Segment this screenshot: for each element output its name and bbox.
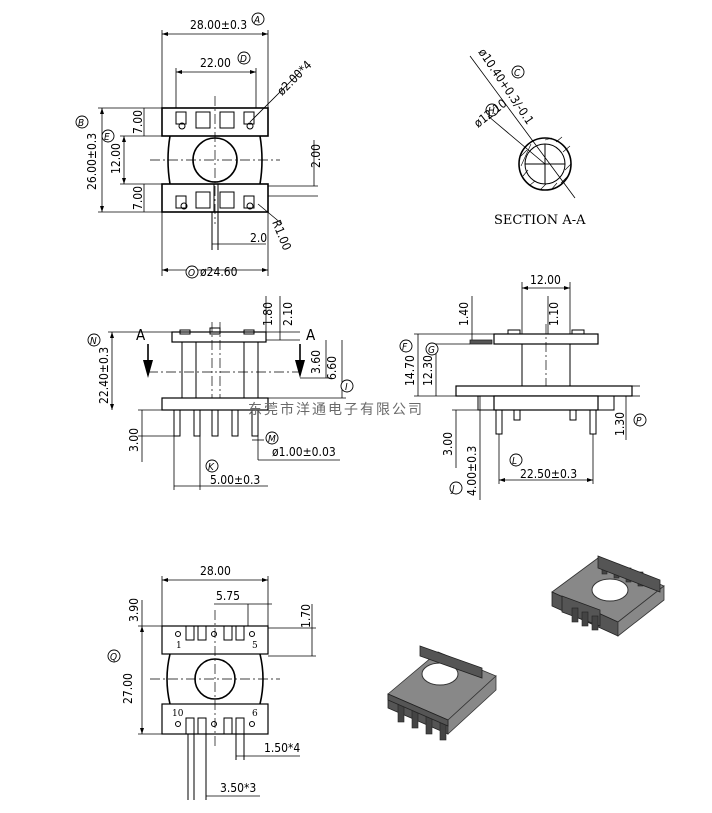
dim-side-h1: 14.70 xyxy=(403,355,417,386)
tag-d: D xyxy=(240,54,247,65)
tag-k: K xyxy=(208,462,215,473)
tag-g: G xyxy=(428,345,435,356)
tag-c: C xyxy=(514,68,521,79)
dim-front-pitch: 5.00±0.3 xyxy=(210,473,260,487)
tag-e-bubble xyxy=(101,129,115,143)
dim-front-pin-dia: ø1.00±0.03 xyxy=(272,445,336,459)
dim-side-h2: 12.30 xyxy=(421,355,435,386)
dim-front-top2: 2.10 xyxy=(281,302,295,326)
dim-pin-span: 22.00 xyxy=(200,56,231,70)
tag-e: E xyxy=(104,132,110,143)
tag-j-bubble xyxy=(449,481,463,495)
pin-label-6: 6 xyxy=(252,709,258,719)
tag-i-bubble xyxy=(340,379,354,393)
tag-h-bubble xyxy=(485,103,499,117)
tag-o: O xyxy=(188,268,195,279)
tag-j: J xyxy=(450,484,455,495)
tag-c-bubble xyxy=(511,65,525,79)
tag-l: L xyxy=(512,456,517,467)
dim-radius: R1.00 xyxy=(269,218,294,253)
dim-bottom-390: 3.90 xyxy=(127,598,141,622)
dim-inner: 12.00 xyxy=(109,143,123,174)
dim-front-pin-len: 3.00 xyxy=(127,428,141,452)
dim-side-300: 3.00 xyxy=(441,432,455,456)
dim-width: 28.00±0.3 xyxy=(190,18,247,32)
dim-bottom-575: 5.75 xyxy=(216,589,240,603)
tag-q-bubble xyxy=(107,649,121,663)
tag-o-bubble xyxy=(185,265,199,279)
dim-side-110: 1.10 xyxy=(547,302,561,326)
tag-g-bubble xyxy=(425,342,439,356)
dim-bottom-width: 28.00 xyxy=(200,564,231,578)
tag-a-bubble xyxy=(251,12,265,26)
tag-l-bubble xyxy=(509,453,523,467)
dim-height: 26.00±0.3 xyxy=(85,133,99,190)
tag-b: B xyxy=(78,118,84,129)
dim-side-130: 1.30 xyxy=(613,412,627,436)
dim-offset: 2.0 xyxy=(250,231,267,245)
front-view: 1.80 2.10 A A 22.40±0.3 xyxy=(87,296,354,490)
dim-diameter: ø24.60 xyxy=(200,265,238,279)
dim-side-width: 12.00 xyxy=(530,273,561,287)
tag-d-bubble xyxy=(237,51,251,65)
pin-label-5: 5 xyxy=(252,641,258,651)
dim-flange-top: 7.00 xyxy=(131,110,145,134)
dim-bottom-height: 27.00 xyxy=(121,673,135,704)
pin-label-10: 10 xyxy=(172,709,184,719)
tag-b-bubble xyxy=(75,115,89,129)
tag-h: H xyxy=(488,106,495,117)
tag-n-bubble xyxy=(87,333,101,347)
dim-front-360: 3.60 xyxy=(309,350,323,374)
section-title: SECTION A-A xyxy=(494,213,586,228)
dim-side-span: 22.50±0.3 xyxy=(520,467,577,481)
dim-bottom-pin-w: 1.50*4 xyxy=(264,741,300,755)
pin-label-1: 1 xyxy=(176,641,182,651)
top-view: 28.00±0.3 A 22.00 D ø2.00*4 26.00±0.3 B … xyxy=(75,12,323,279)
dim-slot: 2.00 xyxy=(309,144,323,168)
dim-front-total: 22.40±0.3 xyxy=(97,347,111,404)
arrow-label-left: A xyxy=(136,326,146,344)
tag-a: A xyxy=(253,15,260,26)
dim-flange-bottom: 7.00 xyxy=(131,186,145,210)
tag-m-bubble xyxy=(265,431,279,445)
tag-p: P xyxy=(636,416,642,427)
dim-side-140: 1.40 xyxy=(457,302,471,326)
tag-p-bubble xyxy=(633,413,647,427)
watermark: 东莞市洋通电子有限公司 xyxy=(248,401,424,418)
dim-bottom-170: 1.70 xyxy=(299,604,313,628)
tag-f: F xyxy=(402,342,408,353)
bottom-view: 28.00 5.75 1 5 10 6 3.90 xyxy=(107,564,316,800)
section-view: C ø10.40+0.3/-0.1 H ø12.10 SECTION A-A xyxy=(469,46,586,228)
dim-hole: ø2.00*4 xyxy=(274,58,314,98)
iso-view-bottom xyxy=(387,645,497,741)
tag-f-bubble xyxy=(399,339,413,353)
arrow-label-right: A xyxy=(306,326,316,344)
tag-q: Q xyxy=(110,652,117,663)
tag-k-bubble xyxy=(205,459,219,473)
dim-bottom-pitch: 3.50*3 xyxy=(220,781,256,795)
dim-front-660: 6.60 xyxy=(325,356,339,380)
tag-i: I xyxy=(345,382,348,393)
side-view: 12.00 1.40 1.10 14.70 F 12.30 G xyxy=(399,273,647,500)
tag-n: N xyxy=(90,336,97,347)
dim-section-inner: ø12.10 xyxy=(471,96,509,130)
dim-side-400: 4.00±0.3 xyxy=(465,446,479,496)
iso-view-top xyxy=(551,555,665,637)
dim-front-top1: 1.80 xyxy=(261,302,275,326)
tag-m: M xyxy=(268,434,276,445)
